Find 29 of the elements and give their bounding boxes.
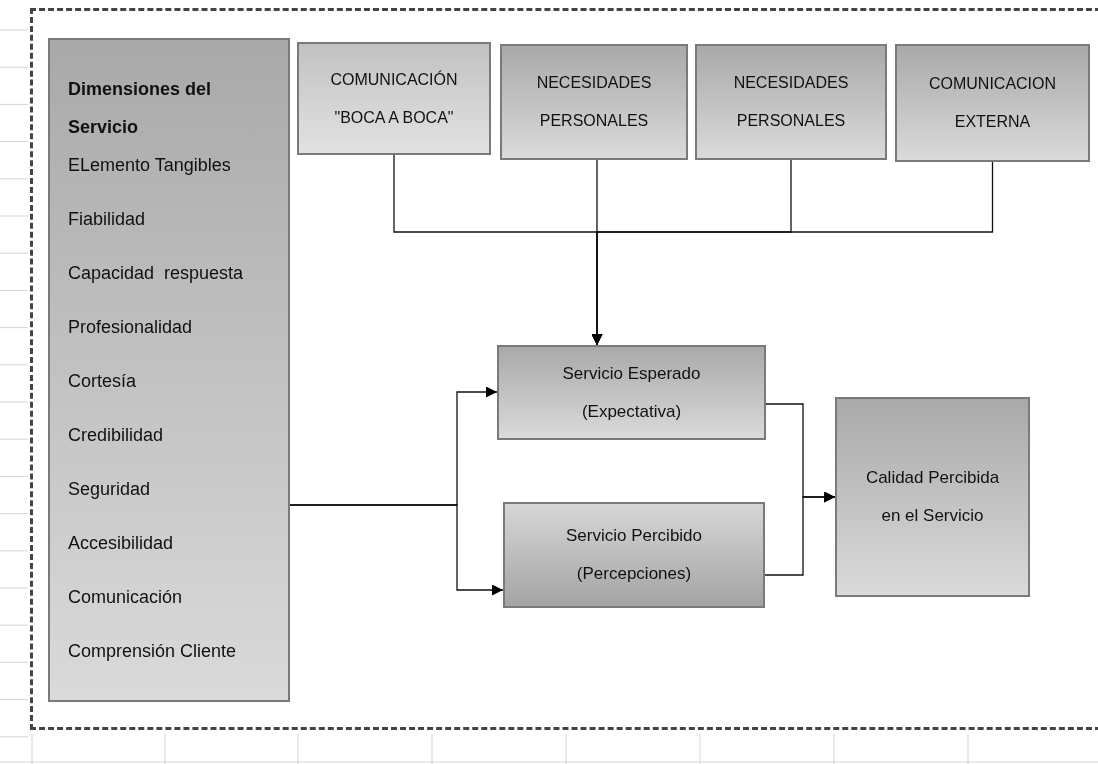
list-item: ELemento Tangibles — [68, 154, 231, 177]
process-box — [297, 42, 491, 155]
box-label: NECESIDADES PERSONALES — [535, 73, 653, 131]
list-item: Seguridad — [68, 478, 151, 501]
list-item: Comunicación — [68, 586, 183, 609]
box-label: COMUNICACION EXTERNA — [927, 74, 1058, 132]
process-box — [497, 345, 766, 440]
process-box — [895, 44, 1090, 162]
list-heading: Dimensiones del Servicio — [68, 78, 213, 139]
process-box — [503, 502, 765, 608]
connector-arrow — [289, 504, 504, 596]
process-box — [500, 44, 688, 160]
box-label: Servicio Percibido (Percepciones) — [564, 525, 704, 585]
list-item: Comprensión Cliente — [68, 640, 237, 663]
connector-arrow — [591, 161, 994, 346]
list-item: Credibilidad — [68, 424, 164, 447]
list-item: Accesibilidad — [68, 532, 174, 555]
list-item: Capacidad respuesta — [68, 262, 244, 285]
box-label: Calidad Percibida en el Servicio — [864, 467, 1001, 527]
box-label: Servicio Esperado (Expectativa) — [561, 362, 702, 423]
box-label: NECESIDADES PERSONALES — [732, 73, 850, 131]
list-box — [48, 38, 290, 702]
process-box — [835, 397, 1030, 597]
connector-arrow — [764, 491, 836, 576]
list-item: Fiabilidad — [68, 208, 146, 231]
list-item: Profesionalidad — [68, 316, 193, 339]
box-label: COMUNICACIÓN "BOCA A BOCA" — [329, 69, 459, 128]
process-box — [695, 44, 887, 160]
list-item: Cortesía — [68, 370, 137, 393]
